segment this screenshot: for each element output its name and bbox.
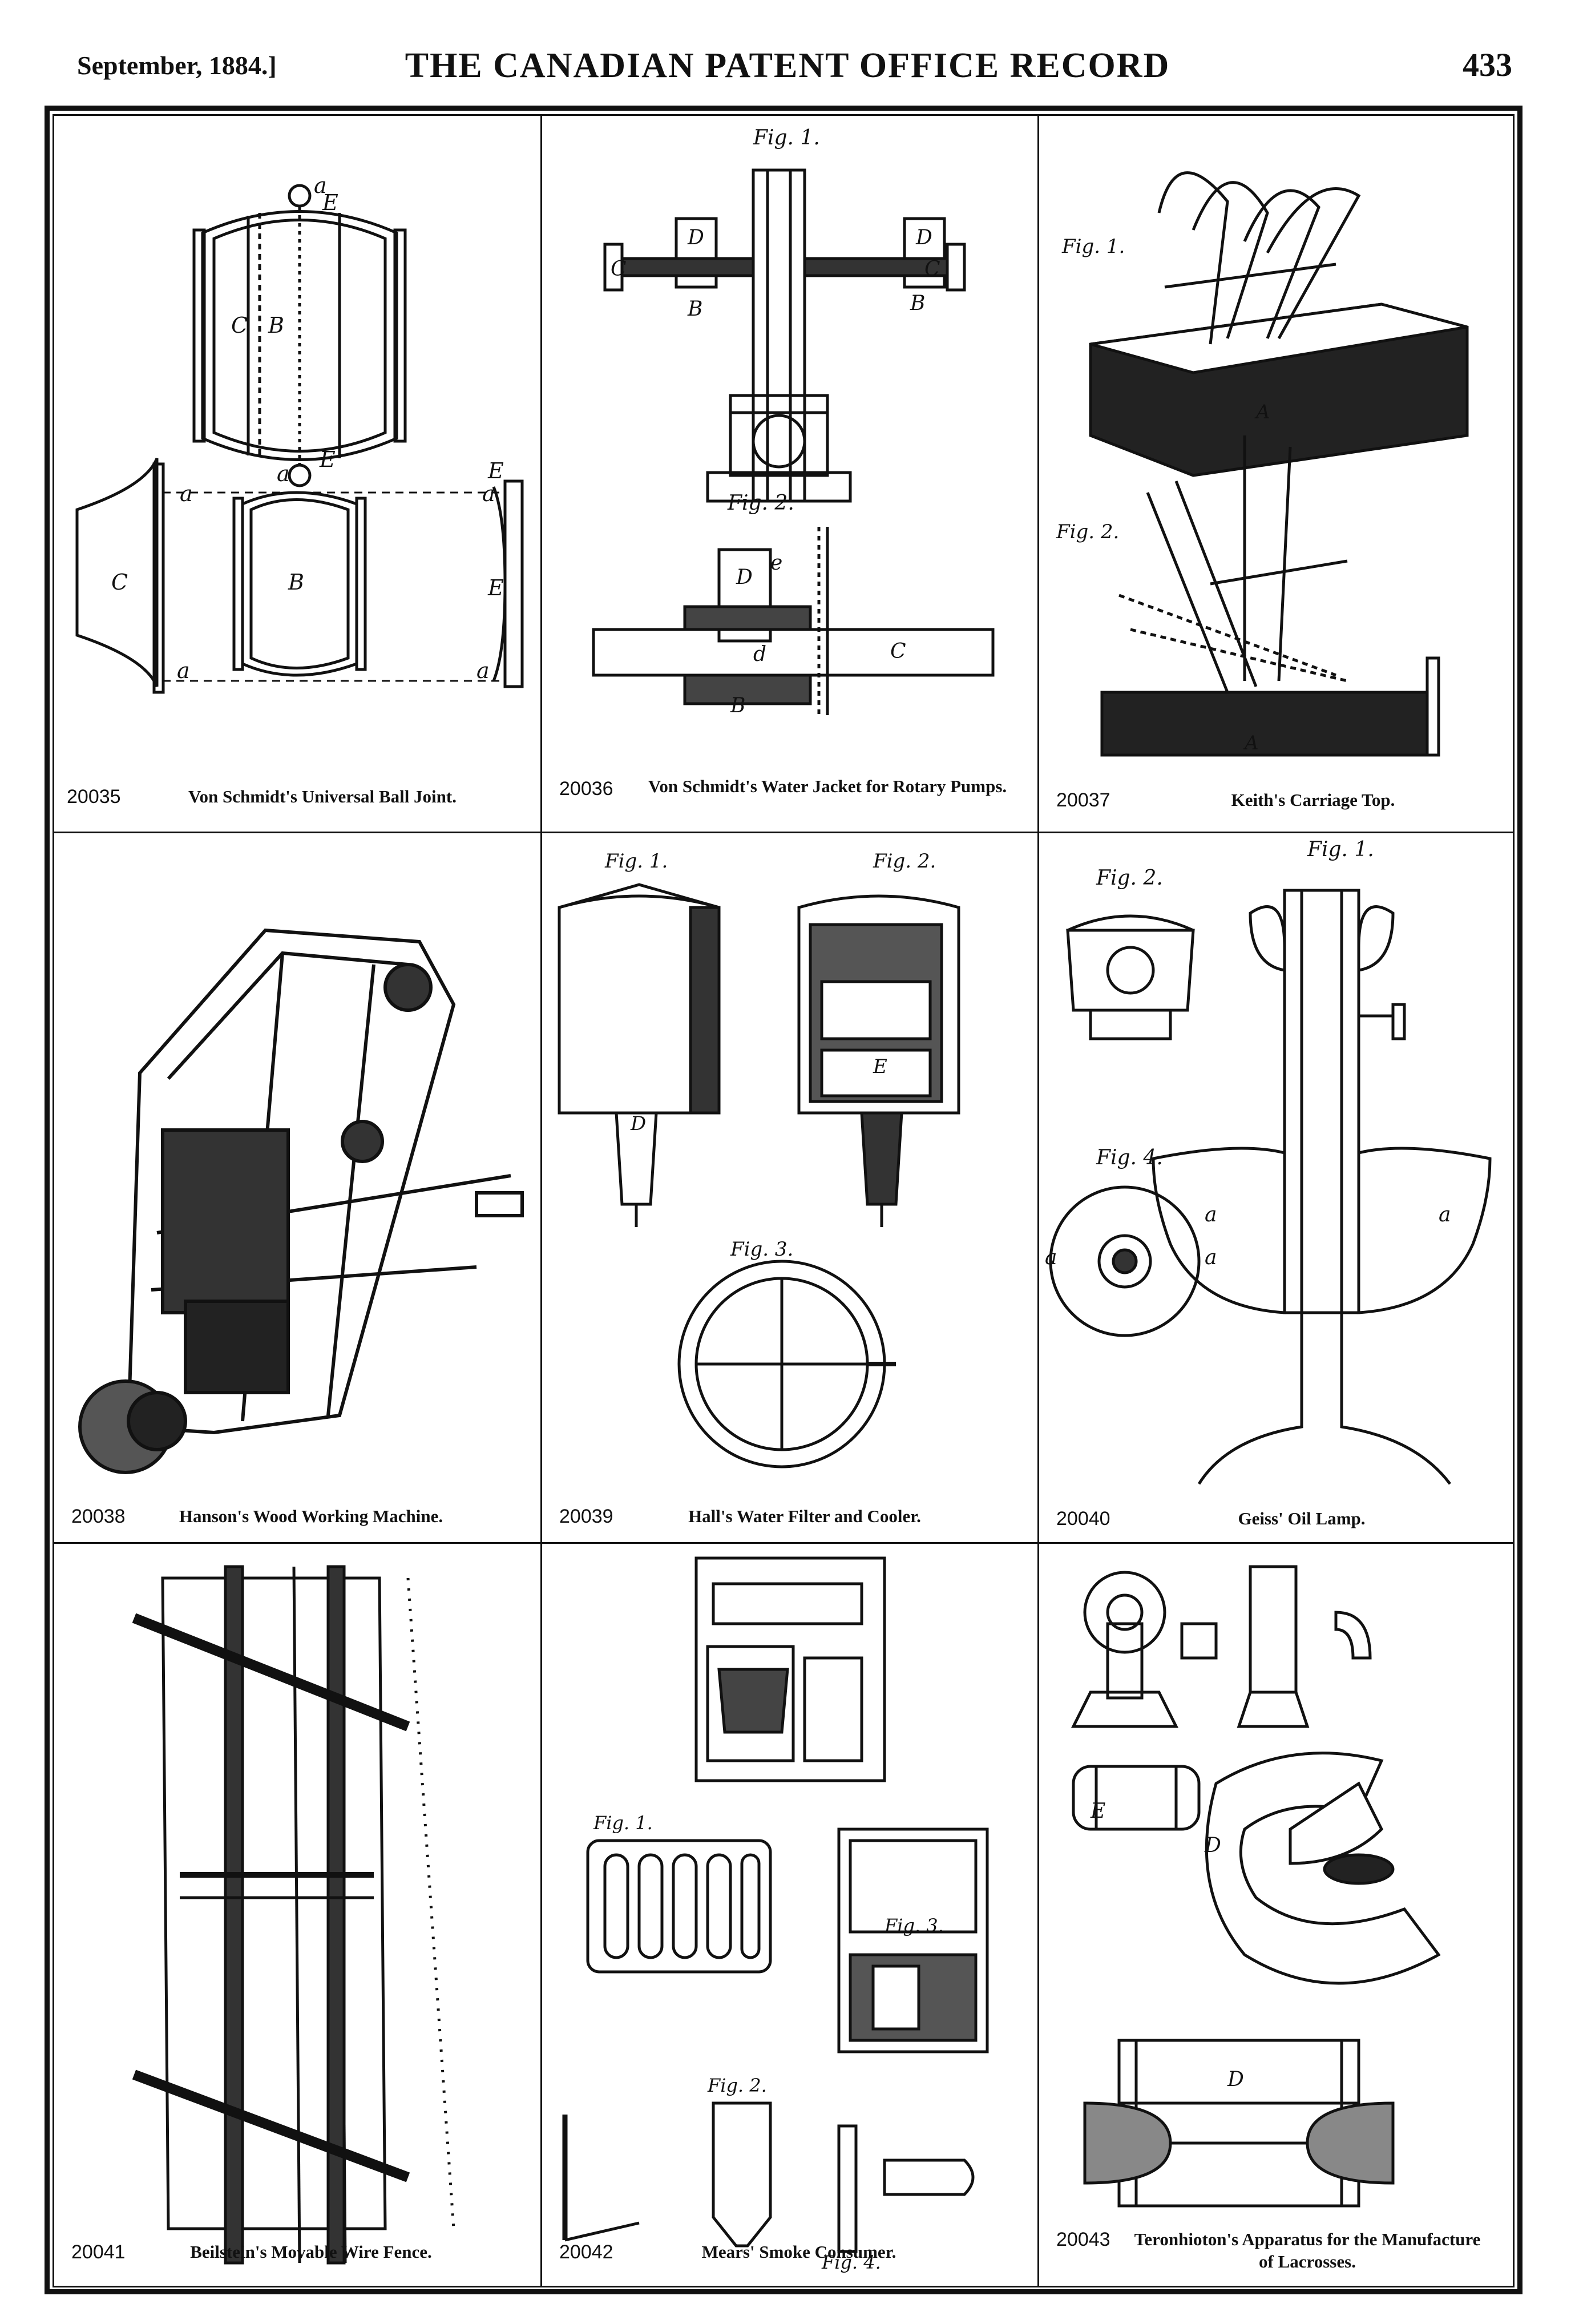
- patent-number: 20040: [1056, 1508, 1110, 1530]
- svg-text:a: a: [1045, 1246, 1057, 1269]
- svg-text:a: a: [1439, 1203, 1451, 1226]
- patent-number: 20038: [71, 1506, 126, 1527]
- carriage-top-drawing: Fig. 1. Fig. 2. A A: [1056, 171, 1469, 757]
- svg-text:B: B: [687, 297, 702, 321]
- figure-label: Fig. 1.: [1061, 235, 1125, 258]
- patent-panel-20041: 20041 Beilstein's Movable Wire Fence.: [54, 1544, 540, 2286]
- patent-number: 20041: [71, 2241, 126, 2263]
- figure-label: Fig. 2.: [707, 2075, 767, 2096]
- issue-date: September, 1884.]: [77, 51, 277, 80]
- svg-text:E: E: [873, 1055, 887, 1078]
- patent-title: Hall's Water Filter and Cooler.: [688, 1506, 921, 1526]
- svg-text:E: E: [1090, 1800, 1105, 1823]
- figure-label: Fig. 4.: [1096, 1146, 1163, 1169]
- patent-title: Keith's Carriage Top.: [1231, 790, 1395, 810]
- svg-text:C: C: [231, 313, 248, 338]
- svg-text:B: B: [910, 292, 925, 315]
- svg-text:B: B: [288, 570, 304, 595]
- svg-text:B: B: [730, 694, 745, 717]
- svg-text:C: C: [924, 257, 940, 281]
- lacrosse-apparatus-drawing: D E D: [1071, 1565, 1441, 2208]
- svg-text:A: A: [1243, 732, 1259, 755]
- svg-text:E: E: [319, 447, 336, 472]
- wood-working-machine-drawing: [78, 928, 524, 1474]
- row-divider: [52, 832, 1515, 833]
- svg-text:C: C: [611, 257, 627, 281]
- svg-text:d: d: [753, 643, 766, 666]
- svg-text:a: a: [1205, 1203, 1217, 1226]
- patent-number: 20037: [1056, 789, 1110, 811]
- figure-label: Fig. 1.: [604, 850, 668, 873]
- figure-label: Fig. 2.: [727, 491, 794, 515]
- svg-text:D: D: [1204, 1834, 1221, 1857]
- figure-label: Fig. 2.: [1056, 521, 1119, 543]
- figure-label: Fig. 2.: [873, 850, 936, 873]
- patent-number: 20036: [559, 778, 613, 800]
- figure-label: Fig. 1.: [593, 1812, 653, 1834]
- svg-text:D: D: [687, 226, 704, 249]
- svg-text:a: a: [180, 481, 193, 506]
- svg-text:a: a: [1205, 1246, 1217, 1269]
- patent-number: 20039: [559, 1506, 613, 1527]
- svg-text:A: A: [1254, 401, 1270, 423]
- column-divider: [540, 114, 542, 2287]
- patent-title: Hanson's Wood Working Machine.: [179, 1506, 443, 1526]
- figure-label: Fig. 3.: [730, 1238, 793, 1261]
- patent-panel-20038: 20038 Hanson's Wood Working Machine.: [54, 833, 540, 1542]
- smoke-consumer-drawing: Fig. 1. Fig. 3. Fig. 2. Fig. 4.: [562, 1556, 989, 2273]
- figure-label: Fig. 3.: [884, 1915, 944, 1936]
- svg-text:a: a: [314, 173, 327, 198]
- patent-panel-20039: Fig. 1. Fig. 2. Fig. 3. D E 20039 Hall's …: [542, 833, 1037, 1542]
- page-number: 433: [1463, 46, 1512, 83]
- patent-panel-20037: Fig. 1. Fig. 2. A A 20037 Keith's Carriag…: [1039, 116, 1515, 832]
- plate-frame: [45, 106, 1522, 2294]
- svg-text:a: a: [177, 658, 190, 683]
- water-filter-drawing: Fig. 1. Fig. 2. Fig. 3. D E: [558, 850, 960, 1468]
- row-divider: [52, 1542, 1515, 1544]
- figure-label: Fig. 1.: [753, 126, 820, 150]
- patent-title: Von Schmidt's Water Jacket for Rotary Pu…: [648, 776, 1007, 796]
- publication-title: THE CANADIAN PATENT OFFICE RECORD: [405, 46, 1170, 85]
- svg-text:E: E: [487, 575, 504, 600]
- svg-text:D: D: [1227, 2068, 1244, 2091]
- patent-number: 20035: [67, 786, 121, 808]
- figure-label: Fig. 2.: [1096, 866, 1163, 890]
- patent-title: Von Schmidt's Universal Ball Joint.: [188, 786, 457, 806]
- svg-text:D: D: [915, 226, 932, 249]
- plate-inner-frame: [52, 114, 1515, 2287]
- patent-number: 20043: [1056, 2229, 1110, 2250]
- figure-label: Fig. 1.: [1307, 838, 1374, 861]
- patent-title: Teronhioton's Apparatus for the Manufact…: [1134, 2229, 1481, 2271]
- page-header: September, 1884.] THE CANADIAN PATENT OF…: [0, 0, 1575, 103]
- svg-text:B: B: [268, 313, 284, 338]
- svg-text:C: C: [890, 640, 906, 663]
- svg-text:E: E: [487, 458, 504, 483]
- svg-text:a: a: [482, 481, 495, 506]
- svg-text:D: D: [736, 566, 753, 589]
- figure-label: Fig. 4.: [821, 2252, 881, 2273]
- svg-text:a: a: [277, 461, 290, 486]
- svg-text:C: C: [111, 570, 128, 595]
- svg-text:E: E: [322, 190, 338, 215]
- patent-title: Beilstein's Movable Wire Fence.: [190, 2242, 432, 2262]
- svg-text:e: e: [770, 551, 782, 575]
- patent-panel-20043: D E D 20043 Teronhioton's Apparatus for th…: [1039, 1544, 1515, 2286]
- patent-title: Mears' Smoke Consumer.: [701, 2242, 896, 2262]
- svg-text:D: D: [630, 1112, 646, 1135]
- patent-panel-20042: Fig. 1. Fig. 3. Fig. 2. Fig. 4. 20042 Me…: [542, 1544, 1037, 2286]
- patent-title: Geiss' Oil Lamp.: [1238, 1508, 1366, 1528]
- svg-text:a: a: [476, 658, 490, 683]
- patent-number: 20042: [559, 2241, 613, 2263]
- column-divider: [1037, 114, 1039, 2287]
- wire-fence-drawing: [132, 1565, 455, 2265]
